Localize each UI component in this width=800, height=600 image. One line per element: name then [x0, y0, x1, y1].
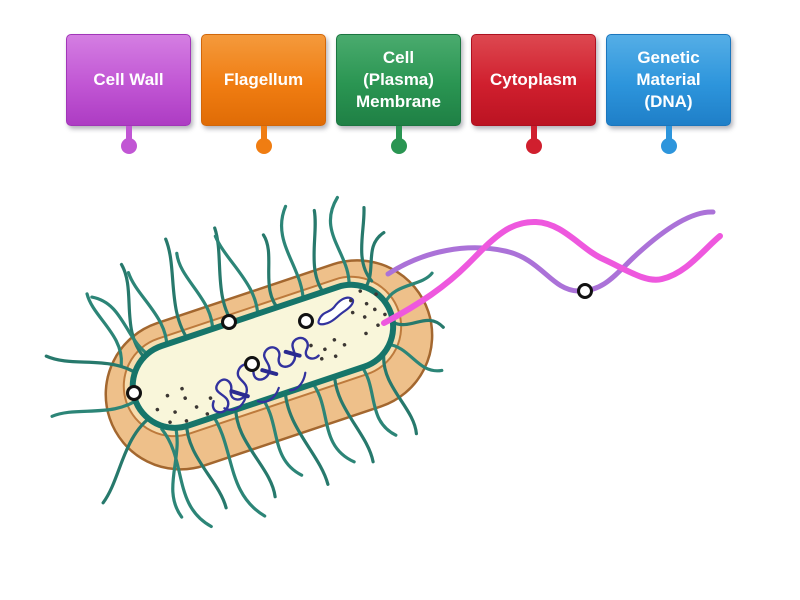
ribosome-dot: [319, 356, 324, 361]
pilus-hair: [308, 378, 356, 464]
pilus-hair: [160, 427, 213, 529]
pilus-hair: [357, 361, 398, 437]
label-connector-stem: [260, 126, 267, 139]
pilus-hair: [283, 386, 330, 486]
ribosome-dot: [194, 405, 199, 409]
dna-fragment: [317, 296, 355, 326]
pilus-hair: [209, 411, 267, 518]
label-unit-cell-plasma-membrane: Cell (Plasma) Membrane: [336, 34, 461, 154]
pilus-hair: [184, 419, 228, 510]
label-connector-dot: [525, 138, 542, 154]
pilus-hair: [50, 395, 143, 418]
ribosome-dot: [184, 419, 189, 423]
pilus-hair: [85, 292, 123, 367]
ribosome-dot: [364, 331, 368, 336]
pilus-hair: [385, 342, 444, 373]
ribosome-dot: [362, 315, 367, 319]
answer-target-plasma-membrane[interactable]: [126, 385, 142, 401]
pilus-hair: [279, 204, 305, 306]
pilus-hair: [119, 262, 146, 359]
pilus-hair: [312, 208, 328, 298]
pilus-hair: [44, 354, 142, 378]
label-unit-cell-wall: Cell Wall: [66, 34, 191, 154]
ribosome-dot: [183, 396, 187, 400]
dna-nucleoid: [223, 371, 307, 411]
ribosome-dot: [180, 386, 184, 391]
pilus-hair: [360, 205, 374, 283]
ribosome-dot: [168, 420, 172, 424]
ribosome-dot: [333, 354, 338, 359]
label-card-cytoplasm[interactable]: Cytoplasm: [471, 34, 596, 126]
pilus-hair: [213, 234, 260, 321]
label-connector-stem: [395, 126, 402, 139]
flagellum-strand-purple: [385, 209, 716, 294]
pilus-hair: [126, 271, 169, 352]
ribosome-dots: [155, 289, 387, 424]
ribosome-dot: [374, 292, 378, 297]
pilus-hair: [171, 420, 184, 519]
pilus-hair: [332, 369, 375, 464]
ribosome-dot: [323, 347, 327, 352]
label-unit-flagellum: Flagellum: [201, 34, 326, 154]
pilus-hair: [261, 233, 283, 313]
label-connector-stem: [125, 126, 132, 139]
ribosome-dot: [383, 312, 387, 317]
bacterium-body: [44, 195, 445, 529]
pilus-hair: [164, 237, 192, 344]
pilus-hair: [328, 195, 351, 291]
ribosome-dot: [358, 289, 363, 293]
pilus-hair: [90, 295, 155, 359]
ribosome-dot: [208, 396, 213, 400]
answer-target-cell-wall[interactable]: [221, 314, 237, 330]
label-connector-dot: [660, 138, 677, 154]
answer-target-dna[interactable]: [244, 356, 260, 372]
label-connector-dot: [390, 138, 407, 154]
ribosome-dot: [205, 412, 210, 416]
dna-strand-dark: [229, 349, 302, 399]
ribosome-dot: [309, 343, 313, 348]
label-card-flagellum[interactable]: Flagellum: [201, 34, 326, 126]
ribosome-dot: [332, 337, 337, 342]
pilus-hair: [101, 413, 155, 505]
label-connector-stem: [530, 126, 537, 139]
label-card-genetic-material-dna[interactable]: Genetic Material (DNA): [606, 34, 731, 126]
dna-nucleoid: [211, 336, 320, 414]
answer-target-flagellum[interactable]: [577, 283, 593, 299]
pilus-hair: [175, 251, 214, 336]
label-unit-cytoplasm: Cytoplasm: [471, 34, 596, 154]
label-connector-dot: [120, 138, 137, 154]
pilus-hair: [383, 271, 434, 305]
label-card-cell-plasma-membrane[interactable]: Cell (Plasma) Membrane: [336, 34, 461, 126]
pilus-hair: [258, 394, 304, 477]
answer-targets: [126, 283, 593, 401]
ribosome-dot: [173, 410, 177, 414]
ribosome-dot: [155, 407, 160, 412]
ribosome-dot: [376, 323, 380, 327]
answer-target-cytoplasm[interactable]: [298, 313, 314, 329]
flagellum-strand-magenta: [381, 218, 723, 326]
ribosome-dot: [342, 343, 347, 347]
ribosome-dot: [373, 307, 377, 312]
ribosome-dot: [364, 301, 369, 306]
label-connector-dot: [255, 138, 272, 154]
pilus-hair: [382, 353, 418, 436]
pilus-hair: [234, 402, 277, 499]
ribosome-dot: [350, 310, 355, 315]
label-unit-genetic-material-dna: Genetic Material (DNA): [606, 34, 731, 154]
label-card-cell-wall[interactable]: Cell Wall: [66, 34, 191, 126]
ribosome-dot: [165, 393, 170, 398]
pilus-hair: [391, 318, 445, 329]
pilus-hair: [362, 230, 386, 292]
pili-hairs: [44, 195, 445, 529]
ribosome-dot: [348, 298, 353, 303]
label-connector-stem: [665, 126, 672, 139]
